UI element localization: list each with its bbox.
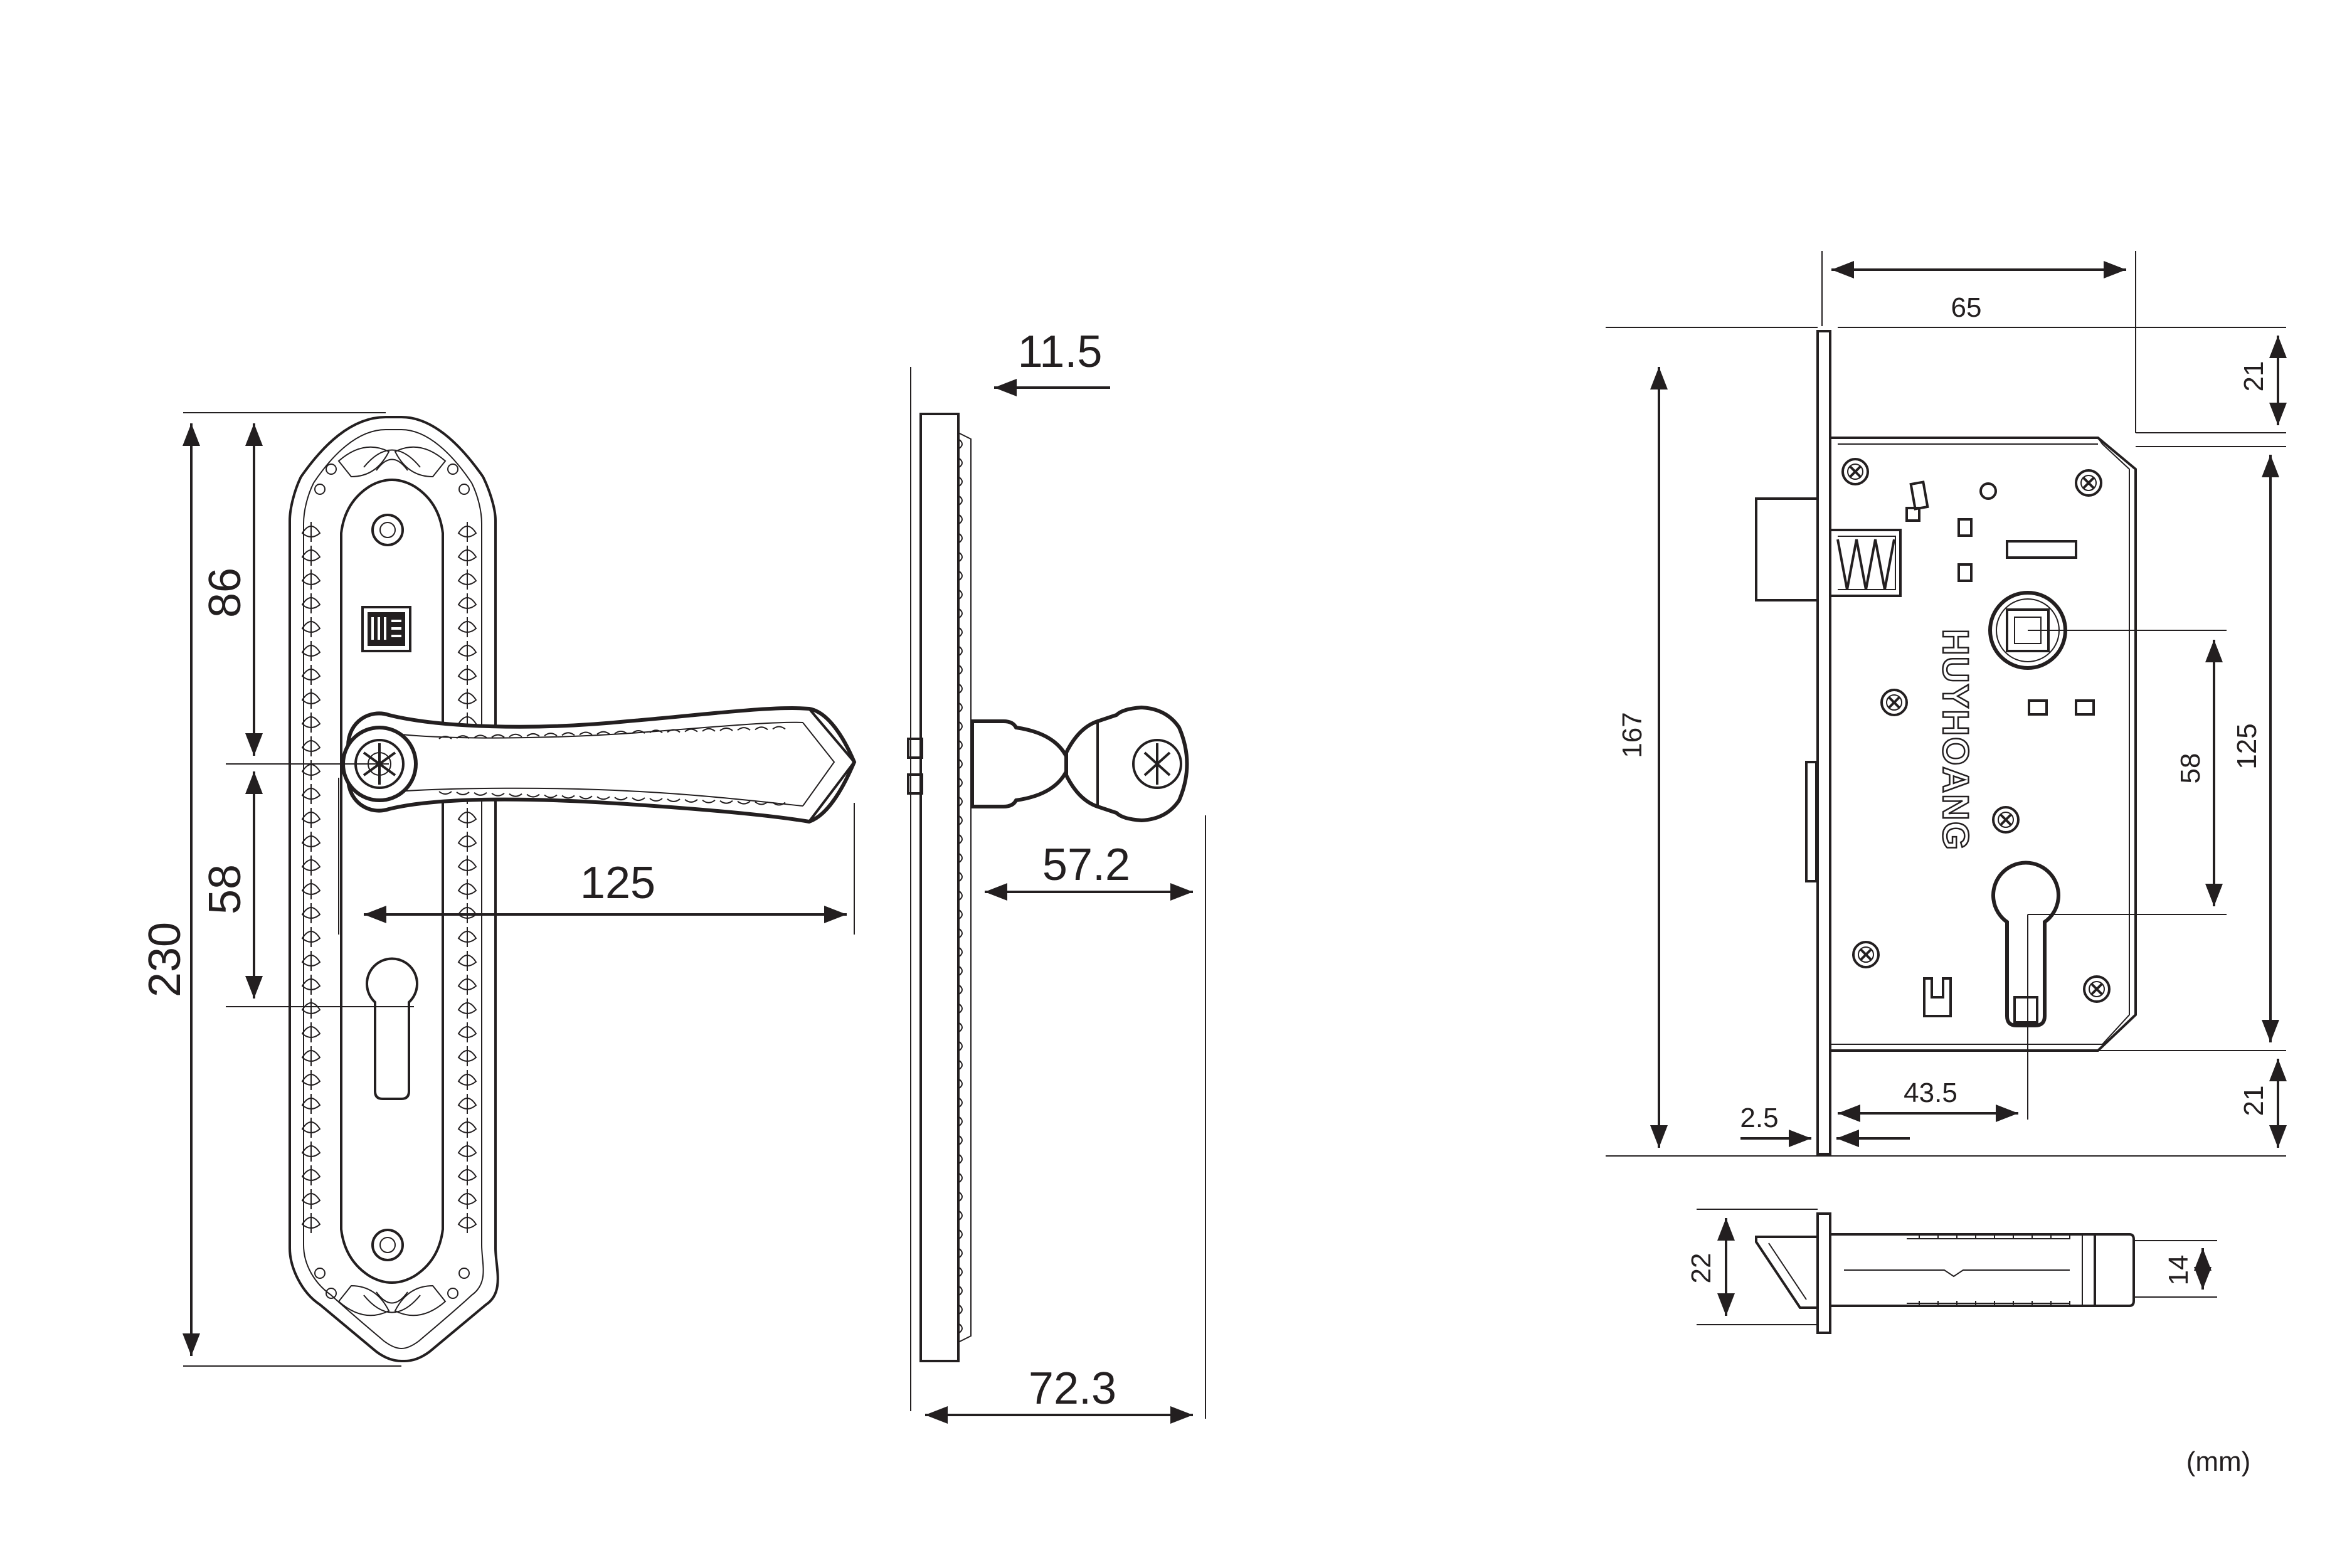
dim-top-to-lever: 86 [200, 568, 250, 618]
lock-brand-text: HUYHOANG [1935, 629, 1976, 851]
dim-backset: 65 [1951, 292, 1982, 323]
dim-bolt-height: 14 [2163, 1255, 2194, 1286]
latch-bolt-dimensions: 22 14 [1686, 1209, 2217, 1325]
spring-mechanism [1830, 480, 2095, 716]
keyhole [366, 957, 418, 1100]
lock-case [1830, 437, 2137, 1052]
dim-total-height: 230 [140, 922, 190, 997]
dim-plate-thickness: 11.5 [1018, 327, 1103, 377]
dim-case-height: 125 [2232, 723, 2262, 769]
handle-side-view [907, 367, 1189, 1411]
dim-latch-height: 22 [1686, 1253, 1717, 1284]
bottom-ornament [314, 1268, 470, 1316]
top-ornament [314, 446, 470, 495]
dim-top-offset: 21 [2238, 361, 2269, 392]
brand-logo [361, 606, 411, 652]
dim-faceplate-thickness: 2.5 [1740, 1103, 1778, 1133]
unit-note: (mm) [2186, 1446, 2251, 1477]
dim-total-projection: 72.3 [1029, 1364, 1116, 1414]
lever-handle [341, 706, 857, 824]
handle-front-view [289, 416, 857, 1362]
front-view-dimensions: 230 86 58 125 [140, 412, 855, 1367]
backplate-outline [289, 416, 499, 1362]
dim-bottom-offset: 21 [2238, 1086, 2269, 1116]
latch-bolt-view [1755, 1212, 2135, 1334]
dim-lever-to-key: 58 [200, 864, 250, 914]
rope-ornament [301, 522, 477, 1233]
screw-hole-top [371, 514, 404, 546]
dim-lower-backset: 43.5 [1904, 1078, 1957, 1108]
dim-center-distance: 58 [2175, 753, 2206, 784]
cylinder-cutout [1991, 861, 2060, 1027]
lock-body-dimensions: 65 167 21 125 58 21 43.5 2.5 [1606, 251, 2287, 1157]
screw-hole-bottom [371, 1229, 404, 1261]
dim-faceplate-height: 167 [1617, 712, 1648, 758]
latch-tongue [1755, 1236, 1818, 1309]
backplate-inner-panel [340, 479, 444, 1284]
case-screws [1841, 458, 2111, 1003]
faceplate [1816, 330, 1831, 1155]
dim-lever-projection: 57.2 [1042, 840, 1130, 890]
side-view-dimensions: 11.5 57.2 72.3 [925, 327, 1206, 1424]
latch-bolt [1755, 497, 1819, 601]
side-plate-edge-ornament [958, 438, 963, 1334]
side-plate [919, 413, 960, 1362]
lock-body: HUYHOANG [1755, 330, 2227, 1155]
dim-lever-length: 125 [580, 858, 655, 908]
